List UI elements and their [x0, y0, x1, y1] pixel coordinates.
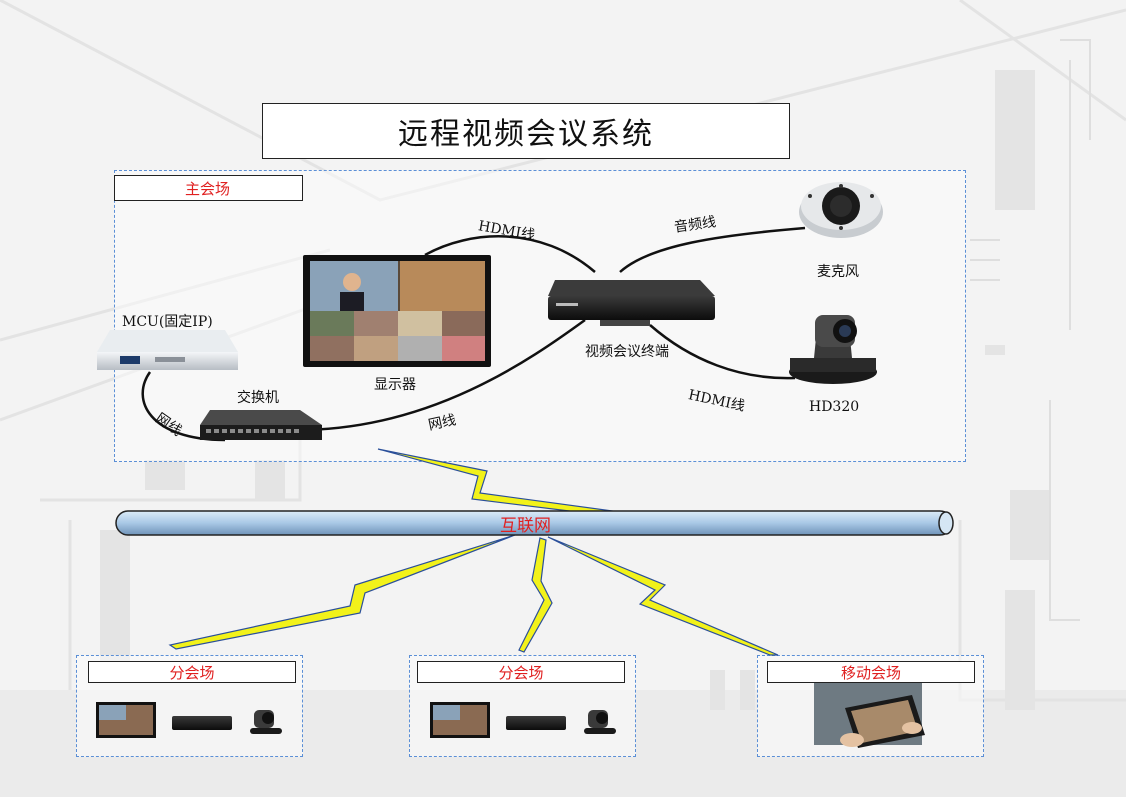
- branch-1-devices: [96, 702, 282, 738]
- branch-label-1: 分会场: [88, 661, 296, 683]
- cable-net-terminal: [297, 318, 586, 432]
- terminal-device: [548, 280, 715, 326]
- mcu-device: [97, 330, 238, 370]
- display-device: [303, 255, 491, 367]
- mobile-label: 移动会场: [767, 661, 975, 683]
- camera-device: [789, 315, 877, 384]
- display-label: 显示器: [374, 377, 416, 393]
- internet-label: 互联网: [500, 516, 551, 536]
- cable-hdmi-display: [424, 235, 596, 273]
- lightning-links: [168, 448, 779, 656]
- cable-audio: [619, 226, 806, 273]
- internet-pipe: [115, 510, 954, 536]
- cable-hdmi-camera: [649, 324, 796, 380]
- lightning-internet-to-branch-2: [518, 537, 553, 653]
- lightning-internet-to-mobile: [547, 536, 779, 656]
- camera-label: HD320: [809, 399, 860, 415]
- branch-2-devices: [430, 702, 616, 738]
- switch-device: [200, 410, 322, 440]
- terminal-label: 视频会议终端: [585, 344, 669, 360]
- branch-label-2: 分会场: [417, 661, 625, 683]
- switch-label: 交换机: [237, 390, 279, 406]
- lightning-main-to-internet: [377, 448, 623, 517]
- diagram-title: 远程视频会议系统: [262, 103, 790, 159]
- microphone-label: 麦克风: [817, 264, 859, 280]
- lightning-internet-to-branch-1: [168, 534, 516, 650]
- main-site-label: 主会场: [114, 175, 303, 201]
- mobile-devices: [814, 683, 925, 748]
- mcu-label: MCU(固定IP): [122, 314, 213, 330]
- microphone-device: [799, 182, 883, 238]
